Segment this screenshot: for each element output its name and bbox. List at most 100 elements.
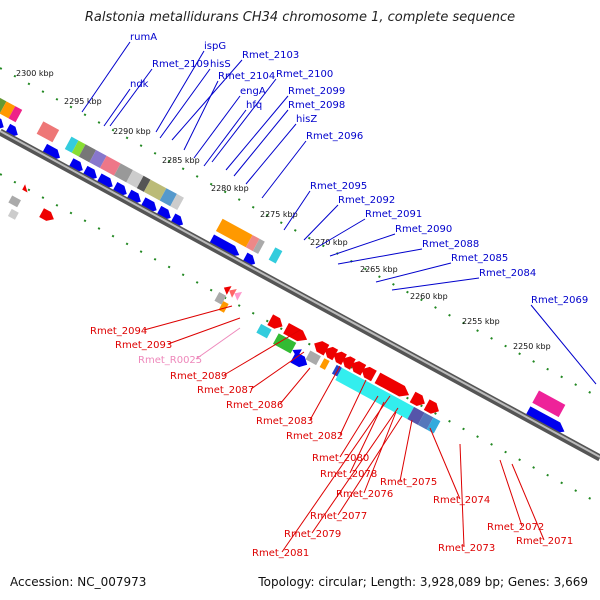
gene-block [64, 136, 79, 153]
gene-block [136, 175, 151, 192]
scale-label: 2295 kbp [64, 97, 102, 106]
gene-block [305, 350, 321, 366]
scale-label: 2270 kbp [310, 238, 348, 247]
gene-label: Rmet_2100 [276, 69, 333, 80]
gene-label: Rmet_2085 [451, 253, 508, 264]
gene-label: Rmet_2084 [479, 268, 536, 279]
gene-label: Rmet_2091 [365, 209, 422, 220]
gene-label: Rmet_2071 [516, 536, 573, 547]
map-title: Ralstonia metallidurans CH34 chromosome … [84, 10, 516, 25]
gene-label: Rmet_2086 [226, 400, 283, 411]
gene-label: Rmet_2074 [433, 495, 490, 506]
gene-block [0, 101, 16, 119]
gene-block [89, 150, 107, 169]
gene-block [532, 390, 566, 418]
gene-block [256, 323, 272, 339]
summary-text: Topology: circular; Length: 3,928,089 bp… [258, 575, 588, 589]
accession-text: Accession: NC_007973 [10, 575, 147, 589]
gene-block [272, 333, 297, 354]
gene-label: Rmet_2104 [218, 71, 275, 82]
gene-block [215, 218, 253, 248]
upper-leader-lines [81, 41, 597, 385]
gene-block [143, 179, 167, 201]
upper-gene-track [0, 95, 566, 418]
gene-label: hisS [210, 59, 231, 70]
gene-arrow [267, 314, 283, 329]
gene-label: Rmet_2089 [170, 371, 227, 382]
gene-arrow [39, 208, 54, 221]
gene-block [170, 193, 184, 211]
gene-label: Rmet_2076 [336, 489, 393, 500]
scale-label: 2260 kbp [410, 292, 448, 301]
scale-labels: 2300 kbp 2295 kbp 2290 kbp 2285 kbp 2280… [16, 69, 551, 351]
gene-label: Rmet_2075 [380, 477, 437, 488]
scale-label: 2255 kbp [462, 317, 500, 326]
gene-block [245, 234, 260, 252]
lower-gene-track [7, 184, 441, 434]
gene-block [335, 367, 415, 420]
scale-label: 2300 kbp [16, 69, 54, 78]
gene-block [36, 121, 60, 143]
gene-label: Rmet_2083 [256, 416, 313, 427]
gene-label: Rmet_2093 [115, 340, 172, 351]
scale-label: 2265 kbp [360, 265, 398, 274]
gene-label: Rmet_2095 [310, 181, 367, 192]
gene-block [78, 144, 97, 163]
gene-label: Rmet_2069 [531, 295, 588, 306]
gene-label: ispG [204, 41, 226, 52]
gene-label: Rmet_2079 [284, 529, 341, 540]
gene-label: Rmet_2092 [338, 195, 395, 206]
gene-label: Rmet_2080 [312, 453, 369, 464]
gene-block [319, 358, 330, 370]
scale-label: 2250 kbp [513, 342, 551, 351]
gene-label: engA [240, 86, 266, 97]
gene-label: Rmet_2081 [252, 548, 309, 559]
gene-block [268, 247, 283, 264]
gene-label: Rmet_2082 [286, 431, 343, 442]
gene-arrow [208, 234, 240, 257]
upper-arrow-track [0, 115, 565, 434]
lower-labels[interactable]: Rmet_2094 Rmet_2093 Rmet_R0025 Rmet_2089… [90, 326, 573, 559]
gene-label: Rmet_2099 [288, 86, 345, 97]
gene-label: ndk [130, 79, 149, 90]
gene-label: Rmet_2072 [487, 522, 544, 533]
scale-label: 2285 kbp [162, 156, 200, 165]
gene-block [113, 163, 133, 183]
gene-label: Rmet_2096 [306, 131, 363, 142]
gene-block [8, 195, 21, 208]
gene-arrow [423, 399, 439, 414]
gene-label: hisZ [296, 114, 317, 125]
gene-label: hfq [246, 100, 262, 111]
gene-block [0, 95, 7, 114]
scale-label: 2280 kbp [211, 184, 249, 193]
gene-block [8, 106, 23, 123]
gene-block [159, 188, 177, 207]
gene-block [252, 238, 265, 254]
gene-label: Rmet_2073 [438, 543, 495, 554]
gene-block [7, 208, 19, 220]
gene-label: Rmet_2103 [242, 50, 299, 61]
gene-block [214, 291, 227, 305]
gene-label: Rmet_2098 [288, 100, 345, 111]
lower-leader-lines [143, 305, 545, 553]
scale-label: 2290 kbp [113, 127, 151, 136]
gene-arrow [409, 391, 425, 407]
gene-block [99, 155, 121, 176]
gene-block [417, 412, 434, 430]
gene-label: Rmet_2087 [197, 385, 254, 396]
gene-label: rumA [130, 32, 157, 43]
gene-label: Rmet_2094 [90, 326, 147, 337]
gene-label: Rmet_2077 [310, 511, 367, 522]
gene-label: Rmet_2078 [320, 469, 377, 480]
upper-labels[interactable]: rumA ispG Rmet_2103 Rmet_2109 hisS ndk R… [130, 32, 588, 306]
gene-block [218, 301, 229, 313]
gene-label: Rmet_2090 [395, 224, 452, 235]
gene-arrow [524, 406, 565, 434]
gene-label: Rmet_2109 [152, 59, 209, 70]
scale-label: 2275 kbp [260, 210, 298, 219]
gene-block [71, 140, 86, 157]
gene-label: Rmet_2088 [422, 239, 479, 250]
gene-block [126, 170, 144, 189]
gene-label: Rmet_R0025 [138, 355, 202, 366]
